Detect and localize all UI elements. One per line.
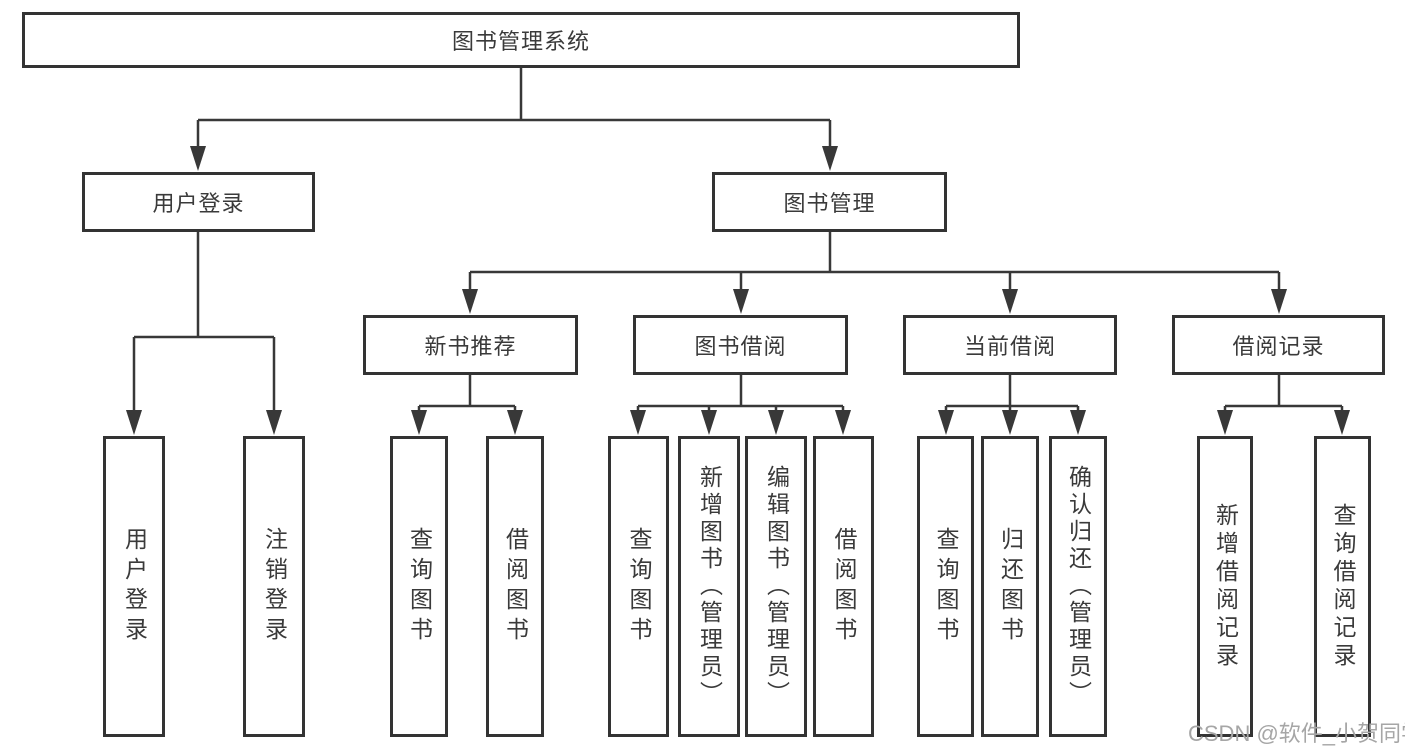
node-borrow-records: 借阅记录 [1172, 315, 1385, 375]
node-book-management: 图书管理 [712, 172, 947, 232]
leaf-add-books-admin: 新增图书（管理员） [678, 436, 740, 737]
leaf-query-books: 查询图书 [608, 436, 669, 737]
leaf-add-borrow-record: 新增借阅记录 [1197, 436, 1253, 737]
leaf-confirm-return-admin: 确认归还（管理员） [1049, 436, 1107, 737]
leaf-edit-books-admin: 编辑图书（管理员） [745, 436, 807, 737]
leaf-query-borrow-record: 查询借阅记录 [1314, 436, 1371, 737]
leaf-borrow-books: 借阅图书 [813, 436, 874, 737]
node-current-borrow: 当前借阅 [903, 315, 1117, 375]
leaf-user-login: 用户登录 [103, 436, 165, 737]
csdn-watermark: CSDN @软件_小贺同学 [1188, 721, 1405, 746]
node-new-book-recommend: 新书推荐 [363, 315, 578, 375]
node-book-borrow: 图书借阅 [633, 315, 848, 375]
leaf-query-books: 查询图书 [390, 436, 448, 737]
leaf-borrow-books: 借阅图书 [486, 436, 544, 737]
node-user-login: 用户登录 [82, 172, 315, 232]
leaf-logout: 注销登录 [243, 436, 305, 737]
node-library-management-system: 图书管理系统 [22, 12, 1020, 68]
leaf-return-books: 归还图书 [981, 436, 1039, 737]
leaf-query-books: 查询图书 [917, 436, 974, 737]
arrowhead-icons [126, 146, 1350, 435]
